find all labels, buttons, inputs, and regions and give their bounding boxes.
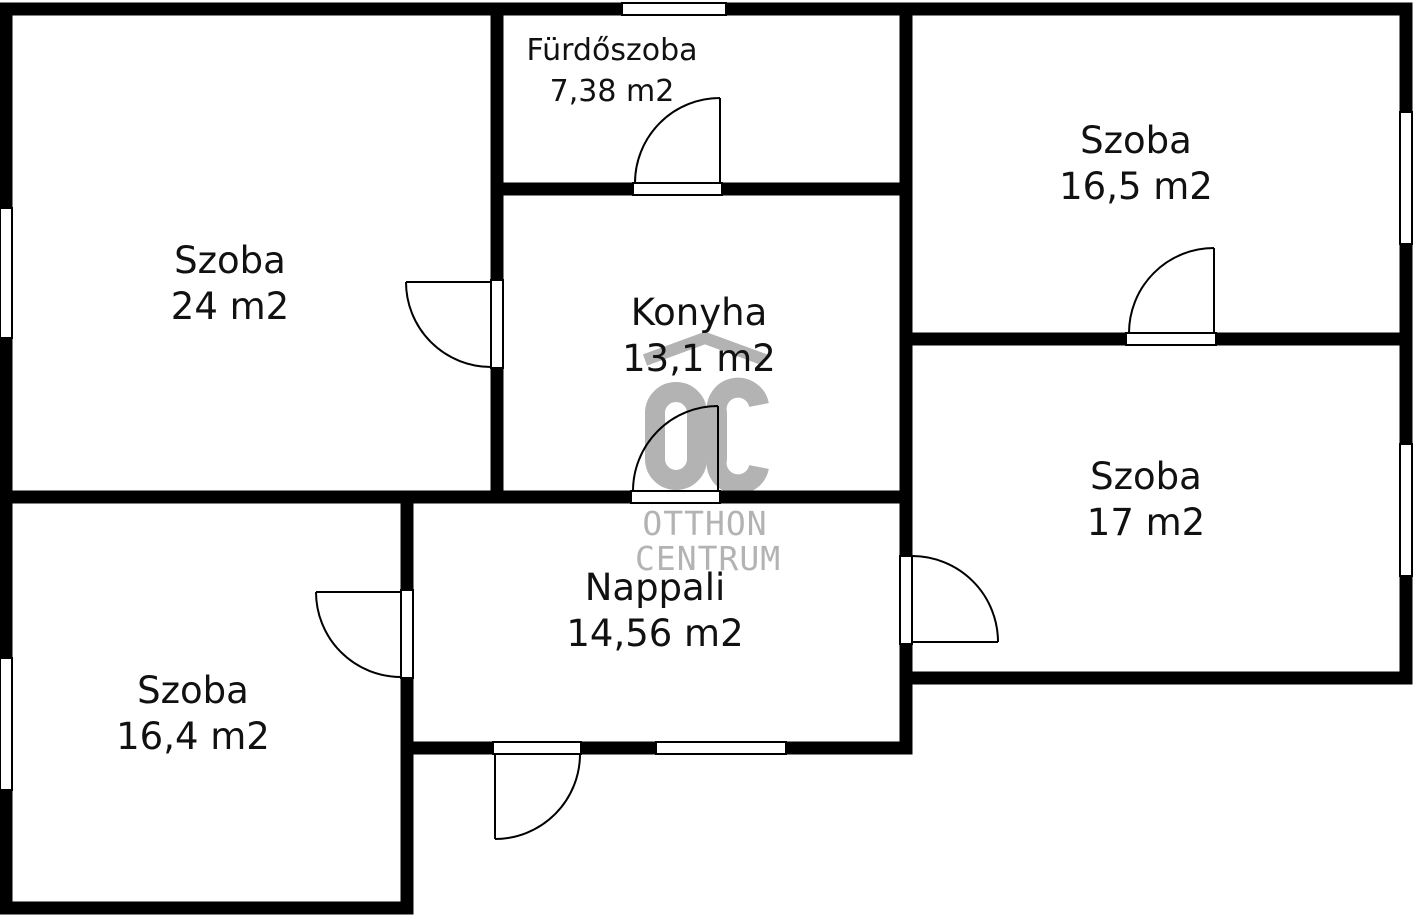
window-left-top: [0, 207, 13, 339]
room-label-nappali: Nappali 14,56 m2: [545, 565, 765, 658]
room-area: 17 m2: [1086, 501, 1206, 545]
watermark-text: OTTHON CENTRUM: [635, 504, 782, 578]
room-name: Nappali: [584, 566, 726, 609]
room-label-konyha: Konyha 13,1 m2: [599, 290, 799, 383]
watermark-line2: CENTRUM: [635, 538, 782, 578]
door-konyha-opening: [630, 490, 721, 504]
room-label-szoba-left-top: Szoba 24 m2: [130, 238, 330, 331]
room-name: Fürdőszoba: [526, 33, 698, 68]
door-szoba-left-bottom-opening: [400, 589, 414, 679]
door-szoba-right-mid-opening: [899, 555, 913, 645]
window-right-mid: [1399, 443, 1413, 577]
door-konyha-swing: [632, 405, 719, 492]
door-entrance-opening: [492, 741, 582, 755]
door-szoba-left-top-swing: [405, 281, 492, 368]
room-area: 16,5 m2: [1059, 165, 1213, 209]
door-bathroom-opening: [632, 182, 723, 196]
watermark-line1: OTTHON: [642, 504, 768, 543]
room-name: Szoba: [137, 669, 249, 712]
room-label-szoba-right-top: Szoba 16,5 m2: [1036, 118, 1236, 211]
windows: [0, 2, 1413, 791]
room-area: 13,1 m2: [622, 337, 776, 381]
room-area: 16,4 m2: [116, 715, 270, 759]
room-name: Szoba: [1080, 119, 1192, 162]
door-szoba-right-top-opening: [1125, 332, 1217, 346]
window-left-bottom: [0, 657, 13, 791]
room-area: 24 m2: [170, 285, 290, 329]
room-label-furdoszoba: Fürdőszoba 7,38 m2: [512, 31, 712, 112]
room-name: Szoba: [174, 239, 286, 282]
room-label-szoba-left-bottom: Szoba 16,4 m2: [93, 668, 293, 761]
door-szoba-right-top-swing: [1128, 247, 1215, 334]
door-szoba-left-top-opening: [490, 279, 504, 369]
door-entrance-swing: [494, 753, 581, 840]
room-area: 7,38 m2: [549, 73, 675, 109]
doors: [315, 97, 1217, 840]
room-label-szoba-right-mid: Szoba 17 m2: [1046, 454, 1246, 547]
room-name: Konyha: [630, 291, 768, 334]
door-szoba-right-mid-swing: [911, 555, 999, 643]
window-top: [621, 2, 727, 16]
door-szoba-left-bottom-swing: [315, 591, 402, 678]
room-name: Szoba: [1090, 455, 1202, 498]
door-bathroom-swing: [634, 97, 721, 184]
window-nappali-bottom: [655, 741, 787, 755]
window-right-top: [1399, 111, 1413, 245]
room-area: 14,56 m2: [566, 612, 744, 656]
